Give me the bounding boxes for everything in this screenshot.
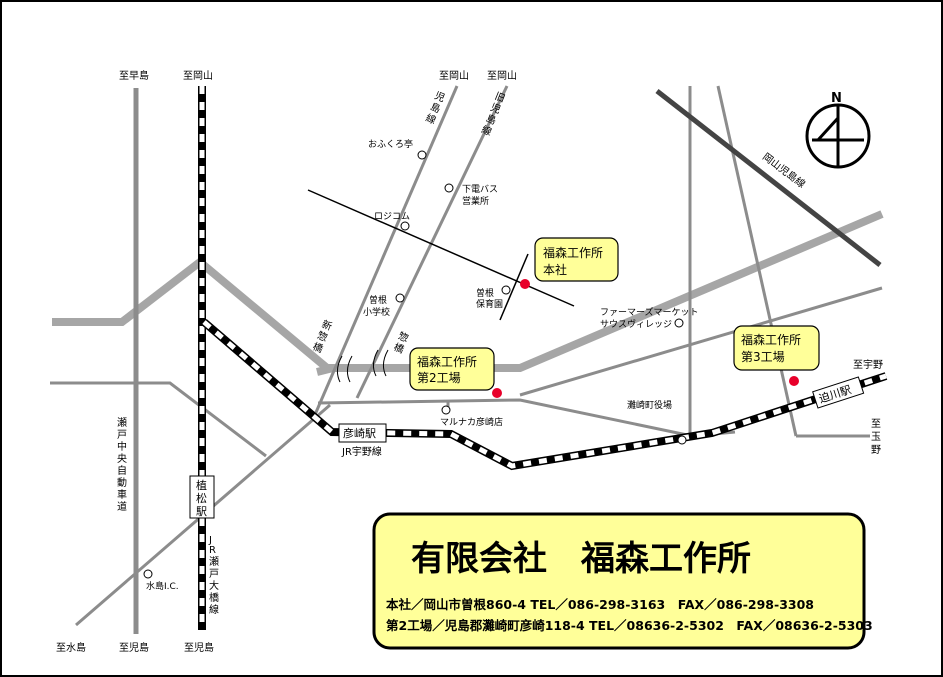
svg-text:サウスヴィレッジ: サウスヴィレッジ [600, 318, 672, 330]
svg-text:動: 動 [117, 476, 127, 489]
svg-text:児: 児 [489, 101, 503, 116]
svg-text:おふくろ亭: おふくろ亭 [368, 138, 413, 150]
svg-text:自: 自 [117, 464, 127, 477]
major-road [52, 210, 884, 372]
svg-text:JR宇野線: JR宇野線 [341, 445, 382, 458]
destination-labels: 至早島 至岡山 至岡山 至岡山 至宇野 至 玉 野 至水島 至児島 至児島 [56, 69, 883, 654]
svg-text:福森工作所: 福森工作所 [543, 245, 603, 260]
okayama-kojima-road [655, 89, 882, 267]
svg-text:大: 大 [209, 579, 219, 592]
callout-factory3: 福森工作所 第3工場 [733, 325, 820, 371]
svg-text:橋: 橋 [392, 340, 406, 356]
station-uematsu-char: 植 [196, 478, 207, 492]
station-uematsu [189, 475, 215, 519]
svg-text:惣: 惣 [396, 329, 410, 345]
svg-text:新: 新 [320, 317, 334, 333]
rail-uno-line [201, 318, 888, 471]
svg-text:線: 線 [209, 603, 219, 616]
svg-text:R: R [209, 545, 216, 556]
callout-honsha: 福森工作所 本社 [534, 237, 619, 282]
svg-text:小学校: 小学校 [363, 306, 390, 318]
callout-factory2: 福森工作所 第2工場 [409, 347, 495, 391]
bridge-marks [336, 349, 389, 383]
rail-labels: JR宇野線 J R 瀬 戸 大 橋 線 [208, 445, 382, 616]
svg-text:瀬: 瀬 [209, 556, 219, 568]
svg-text:橋: 橋 [209, 591, 219, 604]
station-hikosaki-label: 彦崎駅 [343, 426, 376, 440]
svg-text:至児島: 至児島 [184, 641, 214, 654]
factory2-marker [492, 388, 502, 398]
svg-text:旧: 旧 [493, 90, 507, 105]
svg-text:島: 島 [484, 111, 498, 127]
svg-text:惣: 惣 [315, 329, 329, 345]
svg-text:至: 至 [871, 418, 881, 430]
svg-text:第3工場: 第3工場 [741, 350, 785, 364]
svg-text:玉: 玉 [871, 432, 881, 443]
thin-road [307, 189, 575, 307]
station-uematsu-char: 松 [196, 491, 207, 505]
svg-text:戸: 戸 [117, 429, 127, 441]
north-compass-icon: N [805, 91, 871, 169]
svg-text:至岡山: 至岡山 [183, 70, 213, 82]
factory3-marker [789, 376, 799, 386]
svg-text:ロジコム: ロジコム [374, 211, 410, 222]
svg-text:保育園: 保育園 [476, 298, 503, 310]
svg-text:福森工作所: 福森工作所 [417, 354, 477, 369]
svg-text:下電バス: 下電バス [462, 184, 498, 195]
svg-text:線: 線 [424, 111, 438, 127]
svg-text:至早島: 至早島 [119, 69, 149, 82]
svg-text:至岡山: 至岡山 [439, 70, 469, 82]
thin-road-cross [499, 253, 529, 321]
honsha-marker [520, 279, 530, 289]
landmark-markers [143, 150, 687, 579]
svg-text:道: 道 [117, 500, 127, 513]
svg-text:橋: 橋 [311, 340, 325, 356]
company-name: 有限会社 福森工作所 [411, 539, 751, 579]
svg-text:車: 車 [117, 488, 127, 501]
svg-text:曽根: 曽根 [476, 287, 494, 299]
svg-text:至宇野: 至宇野 [853, 358, 883, 371]
svg-text:本社: 本社 [543, 262, 567, 277]
svg-text:児: 児 [433, 90, 447, 105]
svg-text:島: 島 [428, 100, 442, 116]
svg-text:J: J [208, 535, 212, 546]
station-hasakawa: 迫川駅 [812, 376, 865, 409]
station-hikosaki [338, 423, 387, 443]
svg-text:営業所: 営業所 [462, 195, 489, 207]
svg-text:央: 央 [117, 452, 127, 465]
svg-text:至児島: 至児島 [119, 641, 149, 654]
svg-text:至岡山: 至岡山 [487, 70, 517, 82]
address-factory2: 第2工場／児島郡灘崎町彦崎118-4 TEL／08636-2-5302 FAX／… [386, 618, 873, 633]
landmark-labels: おふくろ亭 下電バス 営業所 ロジコム 曽根 保育園 曽根 小学校 ファーマーズ… [146, 138, 699, 592]
svg-text:水島I.C.: 水島I.C. [146, 580, 179, 592]
station-uematsu-char: 駅 [196, 505, 207, 518]
company-info-box: 有限会社 福森工作所 本社／岡山市曽根860-4 TEL／086-298-316… [372, 512, 873, 650]
svg-text:至水島: 至水島 [56, 641, 86, 654]
address-main: 本社／岡山市曽根860-4 TEL／086-298-3163 FAX／086-2… [386, 597, 814, 612]
svg-text:ファーマーズマーケット: ファーマーズマーケット [600, 306, 699, 318]
svg-text:福森工作所: 福森工作所 [741, 332, 801, 347]
svg-text:戸: 戸 [209, 568, 219, 580]
svg-text:第2工場: 第2工場 [417, 371, 461, 385]
svg-text:瀬: 瀬 [117, 417, 127, 429]
svg-text:N: N [831, 91, 842, 106]
svg-text:中: 中 [117, 440, 127, 453]
svg-text:野: 野 [871, 444, 881, 456]
svg-text:曽根: 曽根 [369, 294, 387, 306]
svg-text:線: 線 [480, 123, 494, 139]
road-west-upper [316, 364, 334, 376]
svg-text:マルナカ彦崎店: マルナカ彦崎店 [440, 416, 503, 428]
svg-text:灘崎町役場: 灘崎町役場 [627, 399, 672, 411]
